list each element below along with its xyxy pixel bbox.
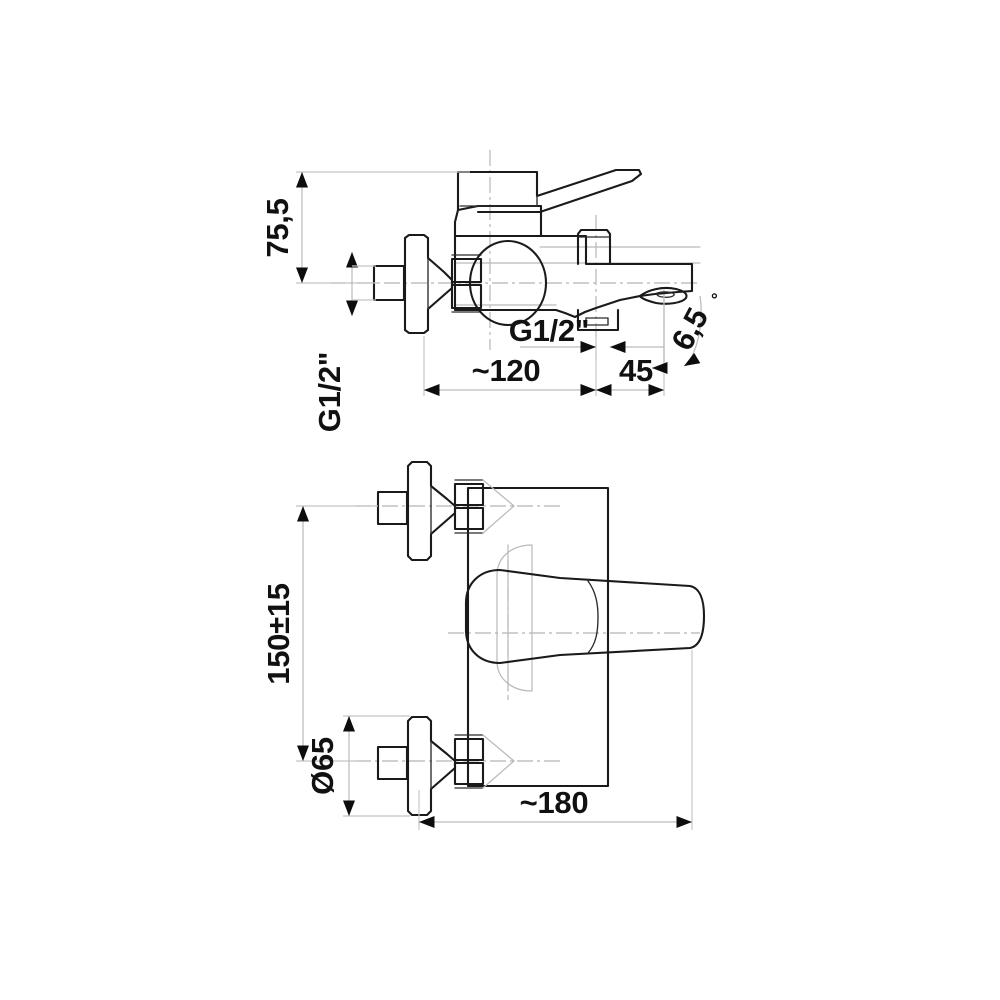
inlet-nipple-bottom-front bbox=[376, 745, 409, 781]
hex-nut-bottom-upper-front bbox=[453, 737, 485, 762]
hex-nut-top-lower-front bbox=[453, 506, 485, 531]
side-elevation-view bbox=[330, 150, 701, 370]
degree-symbol-icon: ° bbox=[711, 290, 718, 309]
eccentric-connector-top-front bbox=[376, 460, 515, 562]
cone-hidden-top-front bbox=[482, 479, 515, 534]
lever-handle-joint-front bbox=[587, 580, 599, 654]
body-boss-ellipse bbox=[468, 239, 548, 327]
eccentric-connector-bottom-front bbox=[376, 715, 515, 817]
body-boss-hidden-front bbox=[496, 544, 533, 692]
valve-housing-side bbox=[453, 204, 543, 238]
hex-nut-upper-side bbox=[450, 257, 483, 284]
mixer-body-front bbox=[466, 486, 610, 788]
hex-nut-bottom-lower-front bbox=[453, 761, 485, 786]
shower-outlet-boss-side bbox=[576, 308, 620, 332]
spout-outlet-inner bbox=[656, 291, 675, 298]
dimension-label-120: ~120 bbox=[472, 353, 541, 388]
dimension-label-65: Ø65 bbox=[305, 737, 340, 795]
dimension-label-spout-thread: G1/2" bbox=[509, 313, 589, 348]
front-view-centerlines bbox=[355, 505, 700, 762]
dimension-label-180: ~180 bbox=[520, 785, 589, 820]
spout-outlet-side bbox=[638, 286, 688, 305]
inlet-nipple-top-front bbox=[376, 490, 409, 526]
mixer-body-side bbox=[453, 234, 694, 319]
diverter-knob-side bbox=[576, 228, 612, 266]
dimension-label-angle-6-5: 6,5 bbox=[664, 302, 715, 356]
hex-nut-top-upper-front bbox=[453, 482, 485, 507]
cone-hidden-bottom-front bbox=[482, 734, 515, 789]
front-elevation-view bbox=[355, 460, 706, 817]
hex-nut-lower-side bbox=[450, 283, 483, 310]
dimension-label-inlet-thread: G1/2" bbox=[312, 352, 347, 432]
lever-handle-front bbox=[464, 568, 706, 665]
dimension-label-150: 150±15 bbox=[261, 583, 296, 684]
eccentric-connector-side bbox=[372, 233, 548, 335]
lever-handle-side bbox=[456, 168, 643, 214]
dimension-label-45: 45 bbox=[619, 353, 653, 388]
front-view-dimensions: 150±15 Ø65 ~180 bbox=[261, 505, 693, 830]
shower-outlet-slot bbox=[585, 317, 609, 326]
dimension-label-75-5: 75,5 bbox=[260, 198, 295, 257]
angle-arrow-right bbox=[683, 352, 701, 367]
